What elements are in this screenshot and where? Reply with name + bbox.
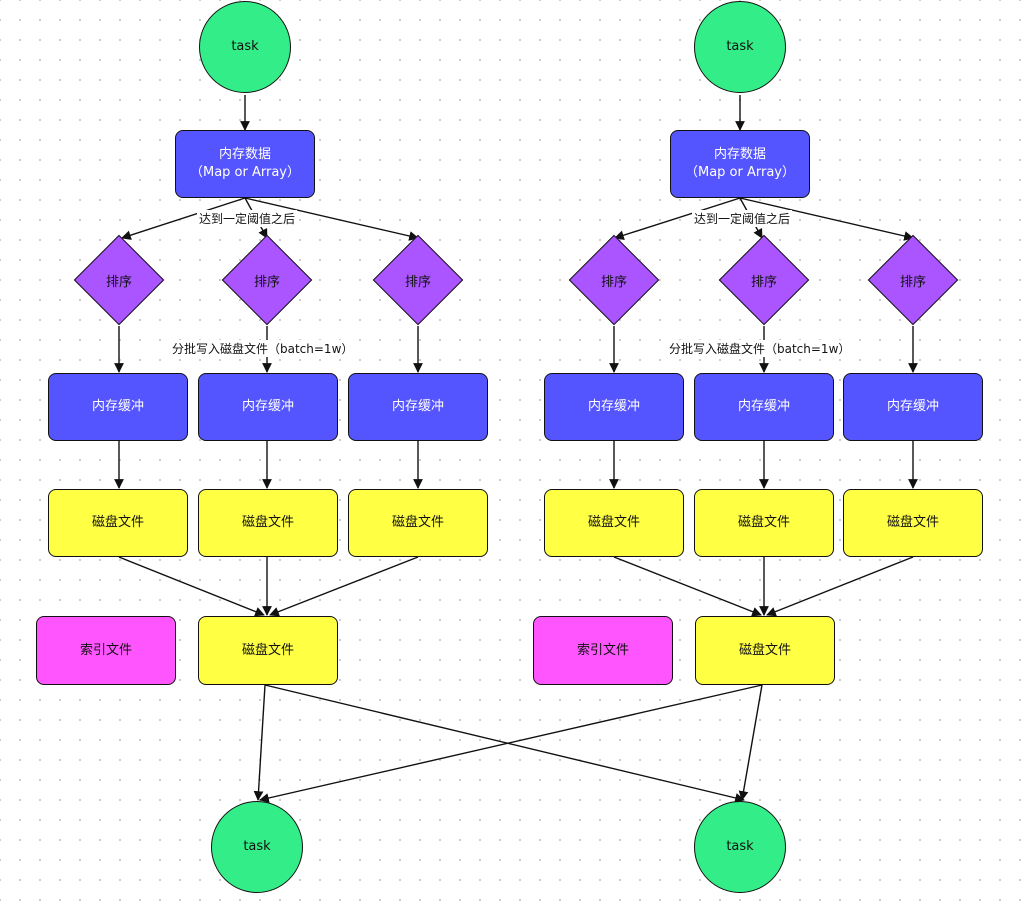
memory-buffer-label: 内存缓冲: [241, 399, 294, 414]
edge-merged-to-task-left: [259, 684, 763, 803]
task-node-top: task: [199, 1, 291, 93]
sort-label: 排序: [899, 274, 926, 290]
task-node-bottom: task: [211, 801, 303, 893]
merged-disk-file-label: 磁盘文件: [241, 642, 294, 658]
memory-data-subtitle: （Map or Array）: [189, 165, 300, 180]
memory-data-node: 内存数据 （Map or Array）: [175, 130, 315, 198]
sort-label: 排序: [404, 274, 431, 290]
memory-data-subtitle: （Map or Array）: [684, 165, 795, 180]
memory-buffer-node: 内存缓冲: [48, 373, 188, 441]
edge-memory-to-sort-3: [244, 197, 419, 241]
disk-file-label: 磁盘文件: [91, 515, 144, 530]
disk-file-node: 磁盘文件: [348, 489, 488, 557]
edge-merged-to-task-right: [264, 684, 745, 803]
index-file-node: 索引文件: [36, 616, 176, 685]
disk-file-label: 磁盘文件: [391, 515, 444, 530]
memory-buffer-label: 内存缓冲: [91, 399, 144, 414]
disk-file-label: 磁盘文件: [587, 515, 640, 530]
memory-buffer-label: 内存缓冲: [587, 399, 640, 414]
edge-disk-to-merged-3: [269, 556, 419, 617]
edge-disk-to-merged-1: [118, 556, 265, 617]
edge-merged-to-task-right: [738, 684, 763, 801]
index-file-label: 索引文件: [79, 642, 132, 658]
merged-disk-file-node: 磁盘文件: [198, 616, 338, 685]
sort-label: 排序: [253, 274, 280, 290]
sort-label: 排序: [750, 274, 777, 290]
memory-buffer-node: 内存缓冲: [348, 373, 488, 441]
disk-file-label: 磁盘文件: [886, 515, 939, 530]
task-node-bottom: task: [694, 801, 786, 893]
memory-buffer-label: 内存缓冲: [391, 399, 444, 414]
edge-merged-to-task-left: [253, 684, 266, 801]
memory-buffer-node: 内存缓冲: [198, 373, 338, 441]
memory-data-title: 内存数据: [218, 147, 271, 162]
index-file-label: 索引文件: [576, 642, 629, 658]
disk-file-node: 磁盘文件: [843, 489, 983, 557]
memory-buffer-label: 内存缓冲: [737, 399, 790, 414]
task-label: task: [243, 839, 271, 854]
disk-file-label: 磁盘文件: [737, 515, 790, 530]
batch-write-label: 分批写入磁盘文件（batch=1w）: [170, 340, 356, 357]
disk-file-node: 磁盘文件: [544, 489, 684, 557]
edge-memory-to-sort-3: [739, 197, 914, 241]
merged-disk-file-label: 磁盘文件: [738, 642, 791, 658]
task-label: task: [726, 839, 754, 854]
threshold-label: 达到一定阈值之后: [692, 210, 793, 227]
task-node-top: task: [694, 1, 786, 93]
disk-file-node: 磁盘文件: [694, 489, 834, 557]
batch-write-label: 分批写入磁盘文件（batch=1w）: [667, 340, 853, 357]
sort-label: 排序: [105, 274, 132, 290]
memory-data-node: 内存数据 （Map or Array）: [670, 130, 810, 198]
task-label: task: [726, 39, 754, 54]
task-label: task: [231, 39, 259, 54]
index-file-node: 索引文件: [533, 616, 673, 685]
edge-memory-to-sort-1: [614, 197, 741, 240]
memory-buffer-label: 内存缓冲: [886, 399, 939, 414]
edge-memory-to-sort-1: [121, 197, 246, 240]
disk-file-label: 磁盘文件: [241, 515, 294, 530]
edge-disk-to-merged-1: [613, 556, 762, 617]
disk-file-node: 磁盘文件: [48, 489, 188, 557]
merged-disk-file-node: 磁盘文件: [695, 616, 835, 685]
edge-disk-to-merged-3: [766, 556, 914, 617]
memory-buffer-node: 内存缓冲: [694, 373, 834, 441]
memory-data-title: 内存数据: [713, 147, 766, 162]
sort-label: 排序: [600, 274, 627, 290]
memory-buffer-node: 内存缓冲: [544, 373, 684, 441]
threshold-label: 达到一定阈值之后: [197, 210, 298, 227]
disk-file-node: 磁盘文件: [198, 489, 338, 557]
memory-buffer-node: 内存缓冲: [843, 373, 983, 441]
